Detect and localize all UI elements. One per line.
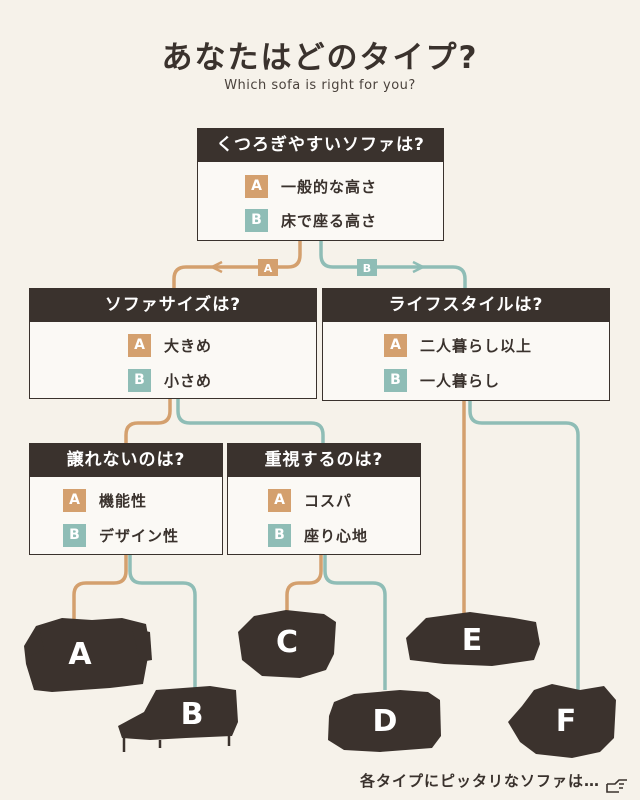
page-subtitle: Which sofa is right for you? [224,78,416,93]
option-b: B デザイン性 [63,523,179,547]
option-b-badge: B [128,368,151,392]
question-title: くつろぎやすいソファは? [198,129,443,162]
option-a-badge: A [245,174,268,198]
connector-q1-b [319,241,467,290]
option-a: A 機能性 [63,488,147,512]
sofa-b-legs [122,736,231,752]
option-a: A 二人暮らし以上 [384,333,532,357]
sofa-f-label: F [556,704,577,739]
sofa-c-label: C [276,625,298,660]
question-title: 譲れないのは? [30,444,222,477]
option-a-label: 大きめ [164,336,213,355]
connector-q5-b [323,555,387,690]
tag-b-badge [357,259,377,276]
sofa-e-silhouette [406,612,540,666]
option-b-badge: B [245,208,268,232]
option-a-badge: A [384,333,407,357]
option-a-label: 機能性 [99,491,148,510]
question-box-lifestyle: ライフスタイルは? A 二人暮らし以上 B 一人暮らし [322,288,610,401]
option-b: B 一人暮らし [384,368,500,392]
sofa-b-silhouette [118,686,238,740]
connector-q4-a [72,555,128,625]
sofa-a-silhouette [24,618,152,692]
option-a-label: 一般的な高さ [281,177,378,196]
option-a-badge: A [63,488,86,512]
option-a: A 一般的な高さ [245,174,377,198]
tag-a-letter: A [264,262,273,275]
question-title: 重視するのは? [228,444,420,477]
option-b: B 小さめ [128,368,212,392]
option-b-label: 床で座る高さ [281,211,378,230]
arrow-b [383,260,426,274]
pointing-hand-icon [606,779,627,793]
footer-text: 各タイプにピッタリなソファは… [359,772,600,790]
arrow-a [209,260,252,274]
footer-caption: 各タイプにピッタリなソファは… [360,770,600,791]
connector-q2-a [124,399,172,445]
question-box-comfort: くつろぎやすいソファは? A 一般的な高さ B 床で座る高さ [197,128,444,241]
connector-q3-b [468,401,580,700]
question-title: ソファサイズは? [30,289,316,322]
sofa-b-label: B [181,697,204,732]
option-b: B 床で座る高さ [245,208,377,232]
connector-q4-b [128,555,197,690]
page-title: あなたはどのタイプ? [161,40,479,76]
sofa-d-label: D [373,704,398,739]
option-a-label: コスパ [304,491,353,510]
sofa-d-silhouette [328,690,441,752]
sofa-f-silhouette [508,684,616,758]
option-a-label: 二人暮らし以上 [420,336,533,355]
option-b-badge: B [268,523,291,547]
question-box-sofa-size: ソファサイズは? A 大きめ B 小さめ [29,288,317,399]
option-a-badge: A [268,488,291,512]
sofa-a-label: A [68,637,92,672]
question-box-importance: 重視するのは? A コスパ B 座り心地 [227,443,421,555]
option-b-badge: B [63,523,86,547]
option-a-badge: A [128,333,151,357]
option-b-label: 一人暮らし [420,371,501,390]
option-b-label: 座り心地 [304,526,369,545]
tag-a-badge [258,259,278,276]
option-b-label: デザイン性 [99,526,180,545]
option-b: B 座り心地 [268,523,368,547]
sofa-e-label: E [462,623,483,658]
connector-q5-a [285,555,323,612]
option-b-badge: B [384,368,407,392]
connector-q1-a [172,241,302,290]
question-title: ライフスタイルは? [323,289,609,322]
sofa-c-silhouette [238,610,336,678]
question-box-priority: 譲れないのは? A 機能性 B デザイン性 [29,443,223,555]
option-b-label: 小さめ [164,371,213,390]
option-a: A コスパ [268,488,352,512]
tag-b-letter: B [363,262,371,275]
option-a: A 大きめ [128,333,212,357]
connector-q2-b [176,399,325,445]
